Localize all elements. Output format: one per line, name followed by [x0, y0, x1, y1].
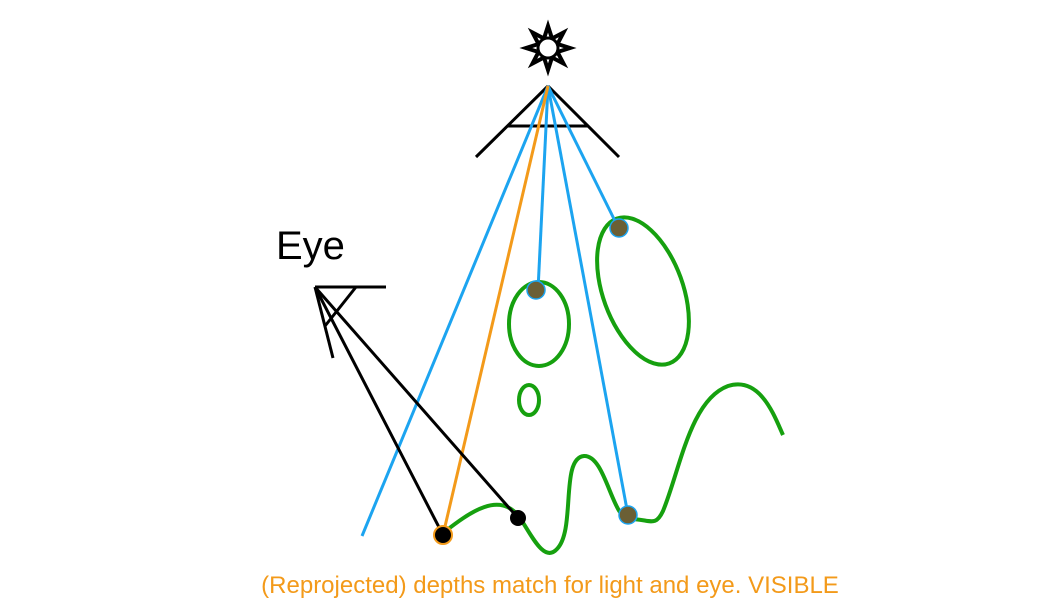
small-ellipse: [517, 383, 541, 417]
hit-point-medium-ellipse: [526, 280, 546, 300]
light-rays: [360, 85, 630, 537]
sun-icon: [519, 19, 577, 77]
scene-surfaces: [441, 215, 785, 555]
eye-rays: [313, 286, 520, 536]
hit-points: [433, 218, 638, 545]
caption: (Reprojected) depths match for light and…: [261, 572, 839, 599]
eye-visible-point: [510, 510, 526, 526]
matched-point: [433, 525, 453, 545]
hit-point-ground: [618, 505, 638, 525]
eye-label: Eye: [276, 224, 345, 268]
matched-light-ray: [441, 85, 550, 536]
hit-point-large-ellipse: [609, 218, 629, 238]
ground-curve: [441, 382, 785, 555]
